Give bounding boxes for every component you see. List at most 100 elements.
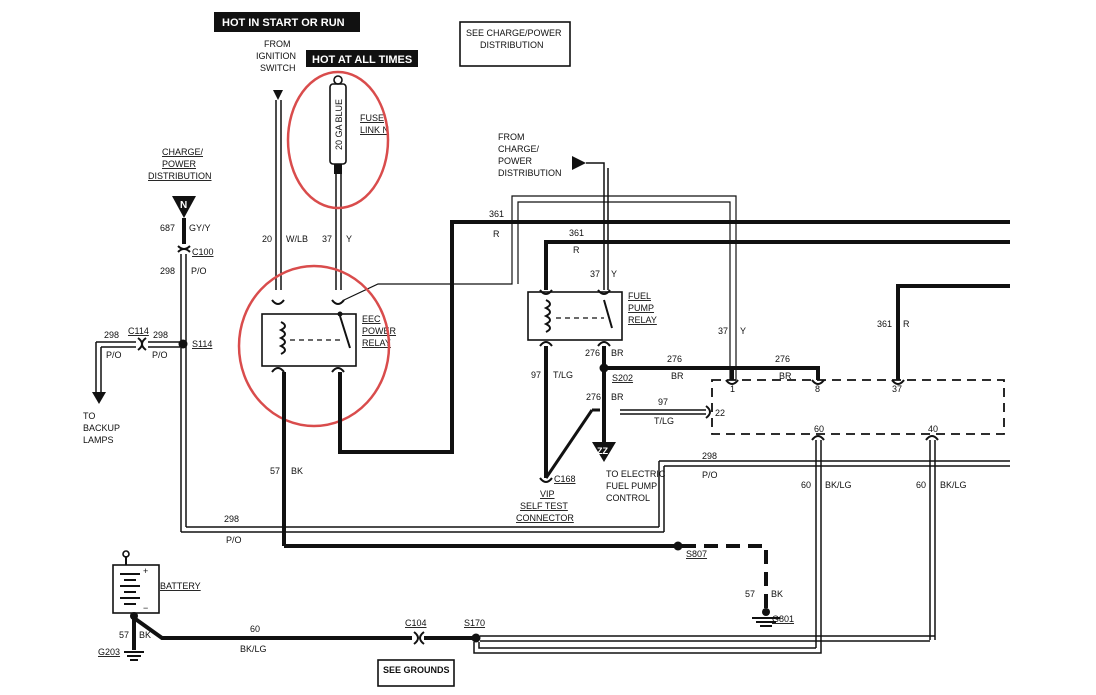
- wire-60a-color: BK/LG: [240, 644, 267, 654]
- wire-276b-num: 276: [667, 354, 682, 364]
- wire-298b-color: P/O: [106, 350, 122, 360]
- wire-60a-num: 60: [250, 624, 260, 634]
- hot-at-all-times-header: HOT AT ALL TIMES: [312, 54, 412, 66]
- ignition-arrow-icon: [273, 90, 283, 100]
- fp-relay-switch: [603, 299, 613, 329]
- wire-298d-color: P/O: [226, 535, 242, 545]
- battery-minus: −: [143, 603, 148, 613]
- wire-37c-color: Y: [740, 326, 746, 336]
- fuse-bottom-cap: [334, 164, 342, 174]
- wire-298e-num: 298: [702, 451, 717, 461]
- fp-relay-label2: PUMP: [628, 303, 654, 313]
- wire-37b-color: Y: [611, 269, 617, 279]
- pcm-connector-block: [711, 379, 1005, 435]
- from-cp-line2: CHARGE/: [498, 144, 540, 154]
- pin37-terminal: [891, 379, 905, 385]
- wire-37-y-fp-left: [586, 162, 605, 290]
- wire-361b-num: 361: [569, 228, 584, 238]
- fuse-link-label2: LINK N: [360, 125, 389, 135]
- backup-line2: BACKUP: [83, 423, 120, 433]
- c104-connector-right: [419, 631, 425, 645]
- wire-20-num: 20: [262, 234, 272, 244]
- c100-label: C100: [192, 247, 214, 257]
- fp-control-line2: FUEL PUMP: [606, 481, 657, 491]
- eec-relay-label1: EEC: [362, 314, 381, 324]
- wire-60-hatch-lower-b: [478, 642, 816, 649]
- vip-line2: SELF TEST: [520, 501, 568, 511]
- vip-line3: CONNECTOR: [516, 513, 574, 523]
- wire-57a-num: 57: [270, 466, 280, 476]
- fp-relay-top-right-terminal: [597, 289, 611, 295]
- wire-60b-color: BK/LG: [825, 480, 852, 490]
- wire-298c-num: 298: [153, 330, 168, 340]
- wire-276a-num: 276: [585, 348, 600, 358]
- wire-298e-color: P/O: [702, 470, 718, 480]
- wire-687-num: 687: [160, 223, 175, 233]
- g203-label: G203: [98, 647, 120, 657]
- wire-57a-color: BK: [291, 466, 303, 476]
- eec-relay-highlight: [237, 264, 391, 428]
- hot-in-start-header: HOT IN START OR RUN: [222, 17, 345, 29]
- eec-relay-label3: RELAY: [362, 338, 391, 348]
- wire-298b-num: 298: [104, 330, 119, 340]
- from-cp-line4: DISTRIBUTION: [498, 168, 562, 178]
- fuse-link-highlight: [286, 70, 390, 210]
- pin22-terminal: [705, 405, 711, 419]
- see-grounds-box: [377, 659, 455, 687]
- wire-298a-color: P/O: [191, 266, 207, 276]
- wire-37a-color: Y: [346, 234, 352, 244]
- wire-37-y-feed: [455, 195, 737, 380]
- wire-361c-color: R: [903, 319, 910, 329]
- c100-connector-bottom: [177, 248, 191, 253]
- eec-relay-feed-line: [343, 283, 455, 301]
- wire-37b-num: 37: [590, 269, 600, 279]
- eec-relay-contact: [337, 311, 343, 317]
- wire-57b-num: 57: [745, 589, 755, 599]
- fp-relay-top-left-terminal: [539, 289, 553, 295]
- battery-label: BATTERY: [160, 581, 201, 591]
- wire-276d-num: 276: [586, 392, 601, 402]
- cp-left-line2: POWER: [162, 159, 197, 169]
- pin60-label: 60: [814, 424, 824, 434]
- wire-276c-color: BR: [779, 371, 792, 381]
- pin8-label: 8: [815, 384, 820, 394]
- wire-60c-color: BK/LG: [940, 480, 967, 490]
- see-charge-power-line1: SEE CHARGE/POWER: [466, 28, 562, 38]
- s202-label: S202: [612, 373, 633, 383]
- see-charge-power-box: [459, 21, 571, 67]
- wire-276-to-vip: [544, 409, 594, 479]
- fp-relay-coil: [543, 299, 551, 333]
- s114-label: S114: [192, 339, 212, 349]
- wire-361-r-pin37: [896, 284, 1010, 380]
- wire-298a-num: 298: [160, 266, 175, 276]
- s170-splice: [471, 633, 481, 643]
- wire-57c-color: BK: [139, 630, 151, 640]
- g801-node: [762, 608, 770, 616]
- pin40-label: 40: [928, 424, 938, 434]
- eec-relay-label2: POWER: [362, 326, 397, 336]
- ignition-line1: FROM: [264, 39, 291, 49]
- fuel-pump-relay-box: [527, 291, 623, 341]
- eec-relay-bottom-left-terminal: [271, 367, 285, 373]
- eec-relay-coil: [278, 321, 286, 355]
- wire-60b-num: 60: [801, 480, 811, 490]
- g801-label: G801: [772, 614, 794, 624]
- backup-arrow-icon: [92, 392, 106, 404]
- wire-276a-color: BR: [611, 348, 624, 358]
- pin22-label: 22: [715, 408, 725, 418]
- wire-37c-num: 37: [718, 326, 728, 336]
- fp-relay-label1: FUEL: [628, 291, 651, 301]
- pin60-terminal: [811, 435, 825, 441]
- fuel-pump-control-marker-icon: [592, 442, 616, 462]
- c168-label: C168: [554, 474, 576, 484]
- fuse-link-gauge: 20 GA BLUE: [334, 99, 344, 150]
- wire-361a-color: R: [493, 229, 500, 239]
- cp-left-line1: CHARGE/: [162, 147, 204, 157]
- cp-left-marker: N: [180, 200, 187, 211]
- pin8-terminal: [811, 379, 825, 385]
- wire-276b-color: BR: [671, 371, 684, 381]
- c104-connector-left: [413, 631, 419, 645]
- hot-in-start-header-box: [214, 12, 360, 32]
